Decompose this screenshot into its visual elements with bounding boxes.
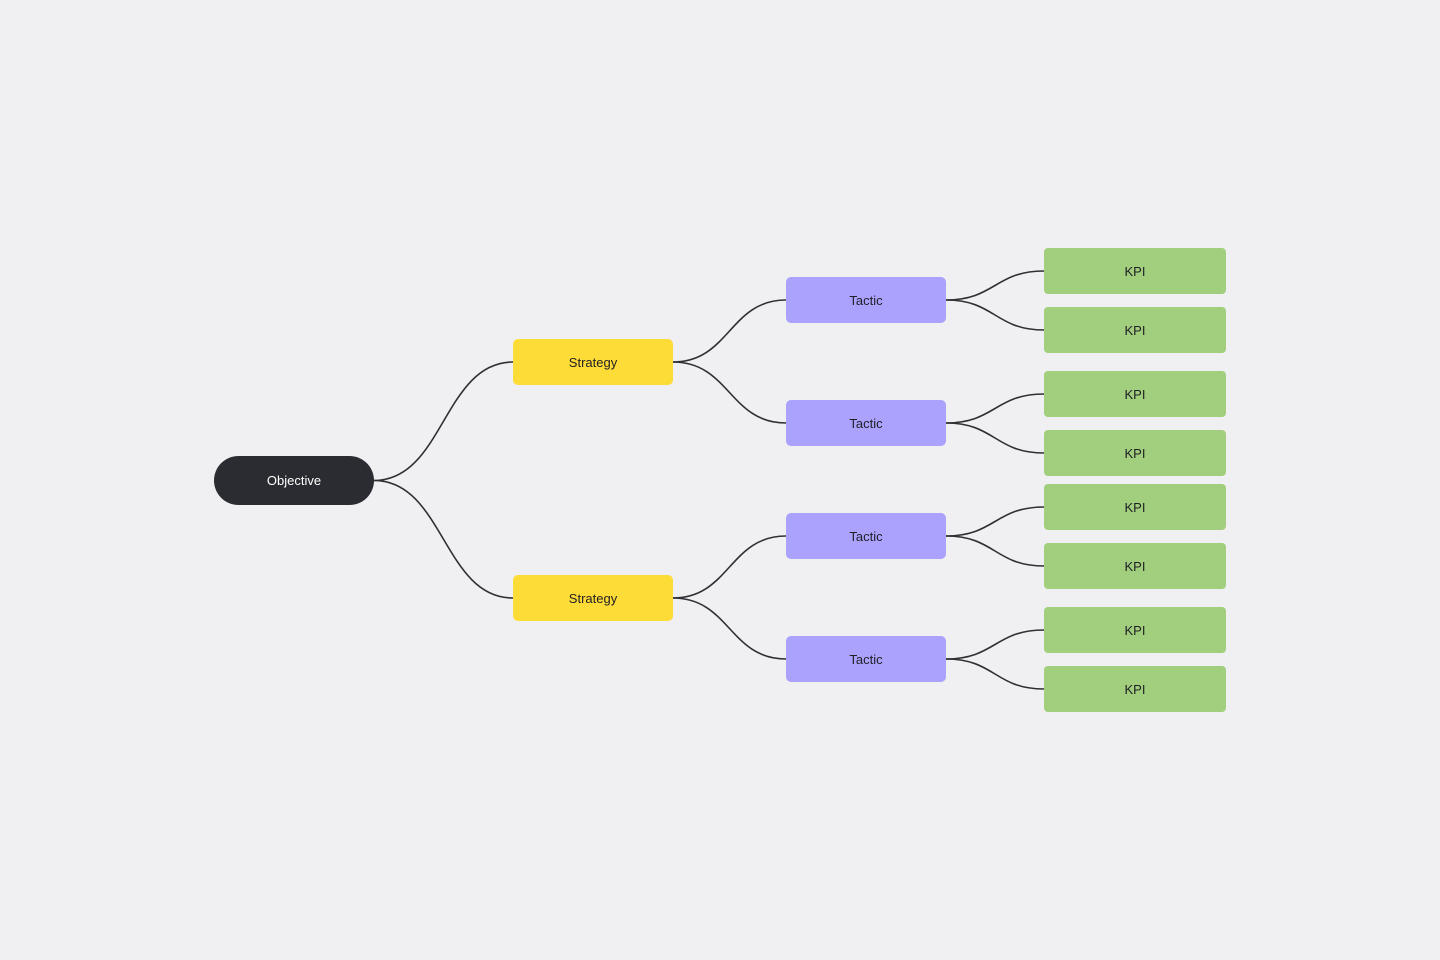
kpi-node-3[interactable]: KPI [1044, 371, 1226, 417]
connector-tactic-1-kpi-1 [945, 270, 1045, 301]
objective-label: Objective [266, 473, 322, 488]
connector-strategy-2-tactic-4 [672, 597, 787, 660]
kpi-label-1: KPI [1124, 263, 1146, 279]
connector-strategy-1-tactic-2 [672, 361, 787, 424]
tactic-node-2[interactable]: Tactic [786, 400, 946, 446]
connector-objective-strategy-1 [373, 361, 514, 482]
strategy-label-2: Strategy [568, 590, 618, 606]
kpi-node-2[interactable]: KPI [1044, 307, 1226, 353]
strategy-node-1[interactable]: Strategy [513, 339, 673, 385]
tactic-label-4: Tactic [849, 651, 883, 667]
kpi-node-8[interactable]: KPI [1044, 666, 1226, 712]
kpi-label-4: KPI [1124, 445, 1146, 461]
connector-tactic-4-kpi-7 [945, 629, 1045, 660]
tactic-node-4[interactable]: Tactic [786, 636, 946, 682]
strategy-label-1: Strategy [568, 354, 618, 370]
kpi-label-6: KPI [1124, 558, 1146, 574]
tactic-label-1: Tactic [849, 292, 883, 308]
kpi-node-6[interactable]: KPI [1044, 543, 1226, 589]
connector-objective-strategy-2 [373, 479, 514, 599]
connector-tactic-4-kpi-8 [945, 658, 1045, 690]
kpi-node-4[interactable]: KPI [1044, 430, 1226, 476]
kpi-label-5: KPI [1124, 499, 1146, 515]
strategy-node-2[interactable]: Strategy [513, 575, 673, 621]
objective-node[interactable]: Objective [214, 456, 374, 505]
tactic-node-3[interactable]: Tactic [786, 513, 946, 559]
kpi-node-1[interactable]: KPI [1044, 248, 1226, 294]
kpi-node-7[interactable]: KPI [1044, 607, 1226, 653]
tactic-node-1[interactable]: Tactic [786, 277, 946, 323]
connector-tactic-3-kpi-5 [945, 506, 1045, 537]
kpi-node-5[interactable]: KPI [1044, 484, 1226, 530]
connector-strategy-1-tactic-1 [672, 299, 787, 363]
connector-tactic-1-kpi-2 [945, 299, 1045, 331]
kpi-label-3: KPI [1124, 386, 1146, 402]
connector-strategy-2-tactic-3 [672, 535, 787, 599]
connector-tactic-2-kpi-4 [945, 422, 1045, 454]
kpi-label-2: KPI [1124, 322, 1146, 338]
tactic-label-2: Tactic [849, 415, 883, 431]
tactic-label-3: Tactic [849, 528, 883, 544]
connector-tactic-3-kpi-6 [945, 535, 1045, 567]
kpi-label-7: KPI [1124, 622, 1146, 638]
connector-tactic-2-kpi-3 [945, 393, 1045, 424]
kpi-label-8: KPI [1124, 681, 1146, 697]
